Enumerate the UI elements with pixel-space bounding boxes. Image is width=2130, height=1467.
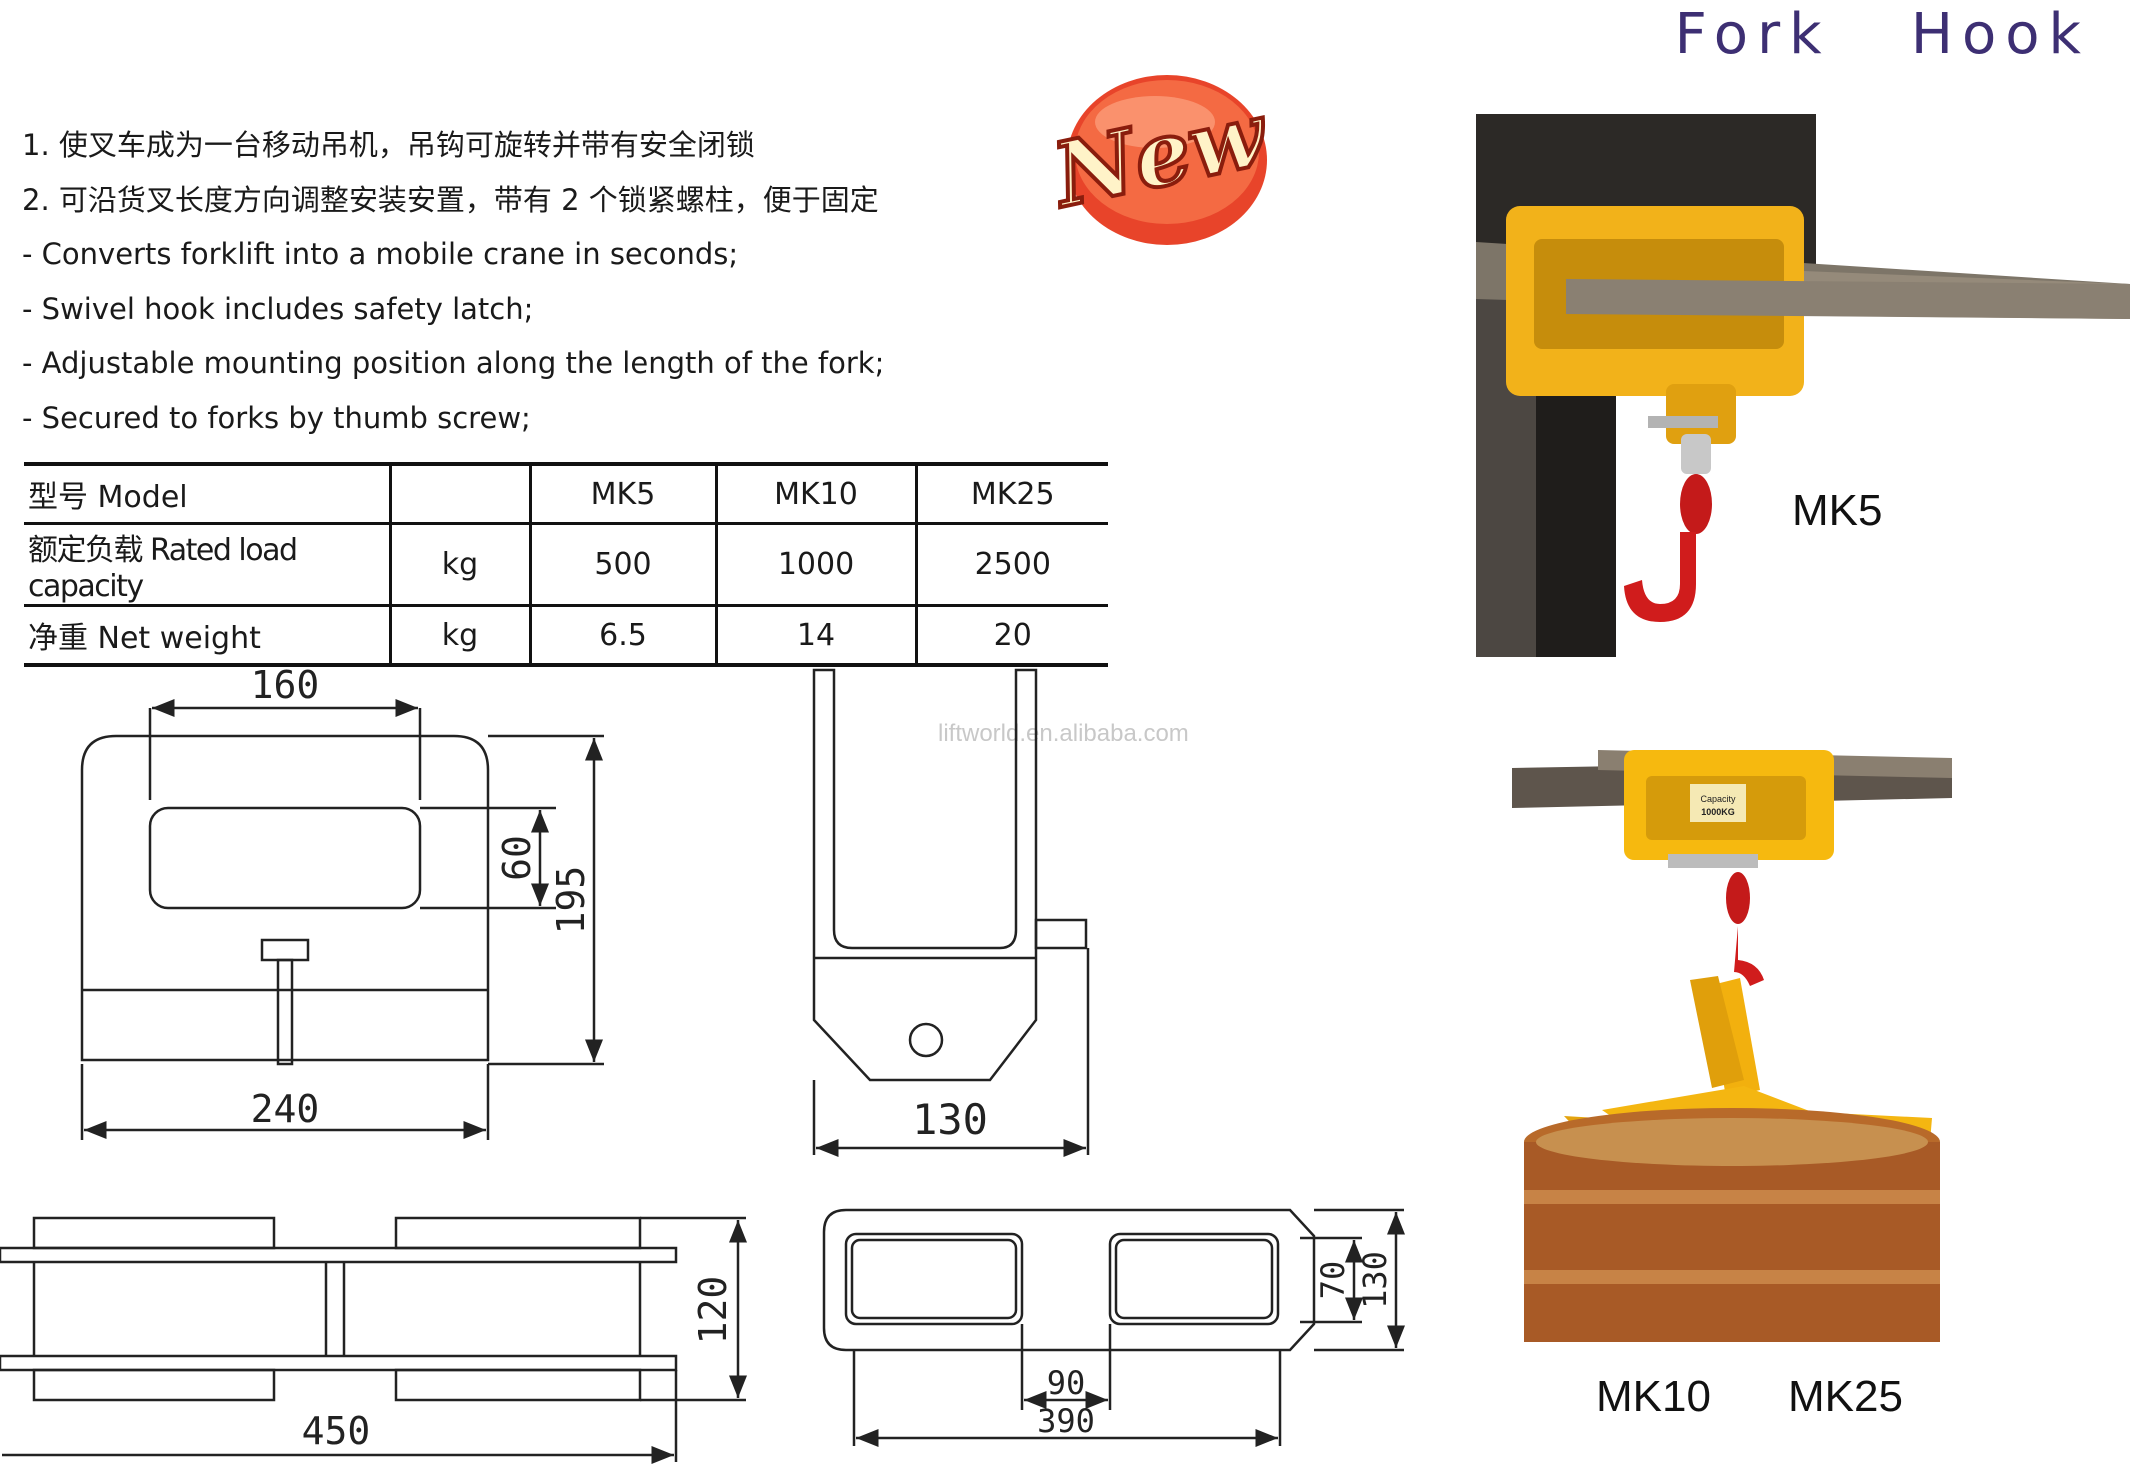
plan-view-drawing (822, 1208, 1405, 1447)
mk25-label: MK25 (1788, 1372, 1903, 1421)
mk25-photo: Capacity 1000KG (1512, 750, 1952, 1342)
feature-item: 1. 使叉车成为一台移动吊机，吊钩可旋转并带有安全闭锁 (22, 128, 755, 162)
photo-caption-line: 1000KG (1701, 807, 1735, 817)
drum-lifter-image: Capacity 1000KG (1512, 750, 1952, 1342)
table-header-cell: 型号 Model (24, 462, 392, 525)
dim-label: 130 (912, 1095, 988, 1144)
table-row: 额定负载 Rated load capacity kg 500 1000 250… (24, 523, 1108, 607)
table-row: 净重 Net weight kg 6.5 14 20 (24, 605, 1108, 667)
dim-label: 240 (251, 1087, 320, 1131)
fork-hook-mk5-image (1476, 114, 2130, 657)
table-cell: 净重 Net weight (24, 605, 392, 667)
dim-label: 90 (1047, 1364, 1086, 1402)
page-title: Fork Hook (1674, 2, 2090, 67)
table-cell: 500 (530, 523, 718, 607)
dim-label: 120 (691, 1276, 735, 1345)
front-view-drawing (80, 699, 604, 1140)
table-cell: 20 (916, 605, 1108, 667)
table-header-cell: MK25 (916, 462, 1108, 525)
watermark: liftworld.en.alibaba.com (938, 720, 1189, 747)
technical-drawings: 160 60 195 240 130 120 450 70 130 90 390 (0, 663, 1405, 1464)
table-cell: 2500 (916, 523, 1108, 607)
table-cell: 1000 (716, 523, 918, 607)
dim-label: 450 (302, 1409, 371, 1453)
dim-label: 195 (549, 866, 593, 935)
dim-label: 130 (1356, 1251, 1394, 1309)
photo-caption-line: Capacity (1700, 794, 1736, 804)
table-header-cell: MK5 (530, 462, 718, 525)
mk5-photo: MK5 (1476, 114, 2130, 657)
table-cell: 14 (716, 605, 918, 667)
feature-list: 1. 使叉车成为一台移动吊机，吊钩可旋转并带有安全闭锁 2. 可沿货叉长度方向调… (22, 118, 884, 445)
feature-item: - Adjustable mounting position along the… (22, 346, 885, 380)
side-view-drawing (812, 668, 1090, 1157)
table-header-row: 型号 Model MK5 MK10 MK25 (24, 462, 1108, 525)
dim-label: 70 (1314, 1261, 1352, 1300)
table-cell: kg (390, 523, 532, 607)
new-badge: New (1045, 60, 1280, 250)
table-header-cell: MK10 (716, 462, 918, 525)
dim-label: 160 (251, 663, 320, 707)
bottom-view-drawing (0, 1216, 747, 1464)
feature-item: - Converts forklift into a mobile crane … (22, 237, 739, 271)
table-cell: 6.5 (530, 605, 718, 667)
table-cell: 额定负载 Rated load capacity (24, 523, 392, 607)
spec-table: 型号 Model MK5 MK10 MK25 额定负载 Rated load c… (24, 462, 1108, 667)
feature-item: 2. 可沿货叉长度方向调整安装安置，带有 2 个锁紧螺柱，便于固定 (22, 182, 879, 217)
feature-item: - Secured to forks by thumb screw; (22, 400, 531, 435)
dim-label: 60 (495, 835, 539, 881)
mk10-label: MK10 (1596, 1372, 1711, 1421)
feature-item: - Swivel hook includes safety latch; (22, 291, 534, 326)
table-cell: kg (390, 605, 532, 667)
dim-label: 390 (1037, 1402, 1095, 1440)
new-badge-icon: New (1045, 75, 1279, 245)
mk5-label: MK5 (1792, 486, 1883, 535)
table-header-cell (390, 462, 532, 525)
